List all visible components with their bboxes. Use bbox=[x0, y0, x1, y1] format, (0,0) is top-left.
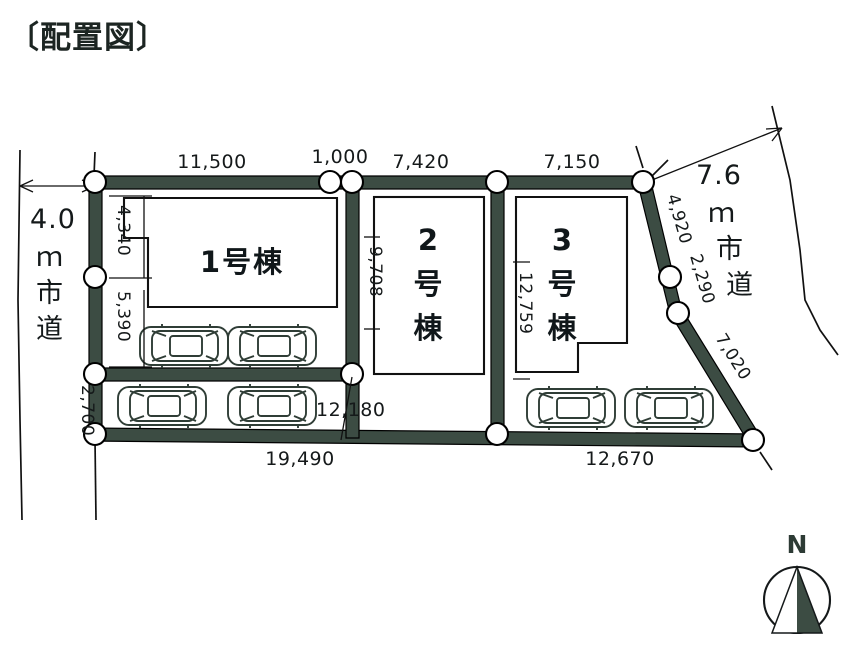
node-e1 bbox=[657, 264, 683, 290]
node-lot1-mid bbox=[339, 361, 365, 387]
right-road-width: 7.6 bbox=[696, 160, 742, 191]
page-title: 〔配置図〕 bbox=[8, 20, 168, 56]
dim-top-1000: 1,000 bbox=[312, 146, 369, 168]
node-w1 bbox=[82, 264, 108, 290]
building-3-label-ch3: 棟 bbox=[547, 311, 578, 345]
right-road-unit-ch1: ｍ bbox=[708, 198, 736, 229]
right-road-label: 7.6 ｍ 市 道 bbox=[696, 160, 754, 301]
left-road-unit-ch3: 道 bbox=[36, 314, 64, 345]
node-nw bbox=[82, 169, 108, 195]
node-n2 bbox=[339, 169, 365, 195]
car-3-1 bbox=[526, 385, 616, 431]
dim-int-9708-group: 9,708 bbox=[364, 236, 385, 330]
left-road-unit-ch1: ｍ bbox=[36, 242, 64, 273]
car-1-3 bbox=[117, 383, 207, 429]
node-sw bbox=[82, 421, 108, 447]
node-s1 bbox=[484, 421, 510, 447]
building-2: 2 号 棟 bbox=[372, 195, 486, 376]
building-2-label-ch2: 号 bbox=[413, 267, 444, 301]
dim-left-4340-group: 4,340 bbox=[109, 195, 152, 279]
building-3-label-ch1: 3 bbox=[552, 223, 574, 257]
right-road-unit-ch3: 道 bbox=[726, 270, 754, 301]
compass-needle-outline bbox=[770, 564, 824, 634]
node-e2 bbox=[665, 300, 691, 326]
building-2-label-ch3: 棟 bbox=[413, 311, 444, 345]
building-1: 1号棟 bbox=[122, 196, 339, 309]
dim-int-12180-leader bbox=[340, 376, 353, 441]
node-n3 bbox=[484, 169, 510, 195]
building-1-label: 1号棟 bbox=[200, 245, 284, 279]
dim-left-5390-group: 5,390 bbox=[109, 290, 152, 368]
left-road-label: 4.0 ｍ 市 道 bbox=[30, 204, 76, 345]
right-road-width-arrow bbox=[651, 127, 783, 181]
dim-bottom-12670: 12,670 bbox=[585, 448, 654, 470]
car-3-2 bbox=[624, 385, 714, 431]
car-1-1 bbox=[139, 323, 229, 369]
dim-int-12180: 12,180 bbox=[316, 399, 385, 421]
building-2-label-ch1: 2 bbox=[418, 223, 440, 257]
node-n1 bbox=[317, 169, 343, 195]
dim-int-9708: 9,708 bbox=[365, 246, 385, 297]
building-3-label-ch2: 号 bbox=[547, 267, 578, 301]
dim-left-2700: 2,700 bbox=[77, 385, 97, 436]
north-arrow: N bbox=[762, 530, 832, 635]
boundary-nodes bbox=[82, 169, 766, 453]
node-se bbox=[740, 427, 766, 453]
dim-int-12759: 12,759 bbox=[515, 272, 535, 334]
node-w2 bbox=[82, 361, 108, 387]
dim-left-4340: 4,340 bbox=[113, 205, 133, 256]
dim-right-2290: 2,290 bbox=[685, 252, 718, 307]
dim-bottom-19490: 19,490 bbox=[265, 448, 334, 470]
car-1-4 bbox=[227, 383, 317, 429]
dim-top-7150: 7,150 bbox=[544, 151, 601, 173]
north-label: N bbox=[787, 530, 808, 559]
building-3: 3 号 棟 bbox=[514, 195, 629, 374]
dim-top-7420: 7,420 bbox=[393, 151, 450, 173]
dim-right-4920: 4,920 bbox=[662, 192, 695, 247]
right-road-lines bbox=[635, 105, 839, 471]
left-road-width: 4.0 bbox=[30, 204, 76, 235]
dim-int-12759-group: 12,759 bbox=[513, 261, 535, 380]
dim-top-11500: 11,500 bbox=[177, 151, 246, 173]
car-1-2 bbox=[227, 323, 317, 369]
right-road-unit-ch2: 市 bbox=[716, 234, 744, 265]
parking-lot-3 bbox=[526, 385, 714, 431]
dim-left-5390: 5,390 bbox=[113, 291, 133, 342]
node-ne bbox=[630, 169, 656, 195]
left-road-unit-ch2: 市 bbox=[36, 278, 64, 309]
